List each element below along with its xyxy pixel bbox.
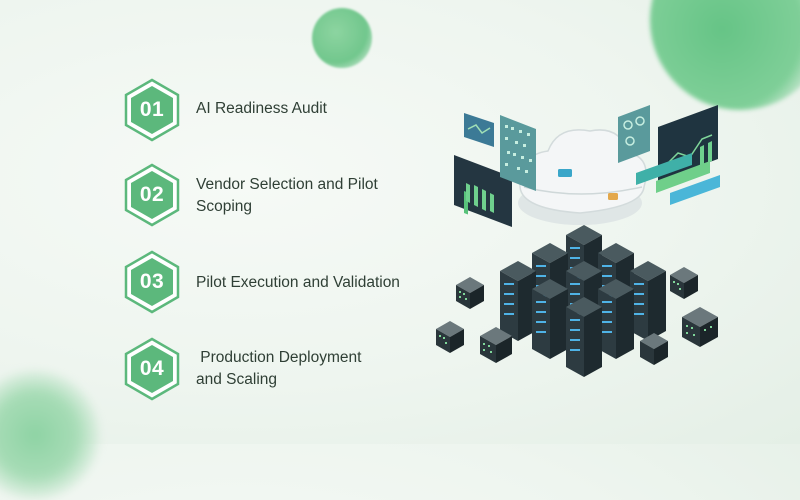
hexagon-badge: 03: [120, 250, 184, 314]
stacked-bars-panel: [636, 153, 720, 205]
chart-panel-small: [464, 113, 494, 147]
server-racks: [500, 225, 666, 377]
step-label-line: Scoping: [196, 198, 253, 215]
decorative-blob-top: [312, 8, 372, 68]
step-number: 02: [139, 183, 165, 206]
step-label-line: Production Deployment: [196, 349, 362, 366]
step-number: 04: [139, 357, 165, 380]
hexagon-badge: 04: [120, 337, 184, 401]
hexagon-badge: 01: [120, 78, 184, 142]
step-label: Pilot Execution and Validation: [196, 272, 400, 294]
step-number: 01: [139, 98, 165, 121]
hexagon-badge: 02: [120, 163, 184, 227]
step-number: 03: [139, 270, 165, 293]
step-label: Vendor Selection and Pilot Scoping: [196, 174, 378, 218]
step-label-line: Pilot Execution and Validation: [196, 274, 400, 291]
steps-list: 01 AI Readiness Audit 02 Vendor Selectio…: [0, 0, 440, 444]
step-label-line: AI Readiness Audit: [196, 100, 327, 117]
cloud-datacenter-illustration: [420, 95, 750, 395]
decorative-blob-top-right: [650, 0, 800, 110]
binary-code-panel: [500, 115, 536, 191]
data-cubes: [436, 267, 718, 365]
step-label-line: and Scaling: [196, 371, 278, 388]
step-label-line: Vendor Selection and Pilot: [196, 176, 378, 193]
cloud-icon: [518, 129, 647, 225]
step-label: Production Deployment and Scaling: [196, 347, 361, 391]
dashboard-panel-left: [454, 155, 512, 227]
gauge-panel: [618, 105, 650, 163]
step-label: AI Readiness Audit: [196, 98, 327, 120]
